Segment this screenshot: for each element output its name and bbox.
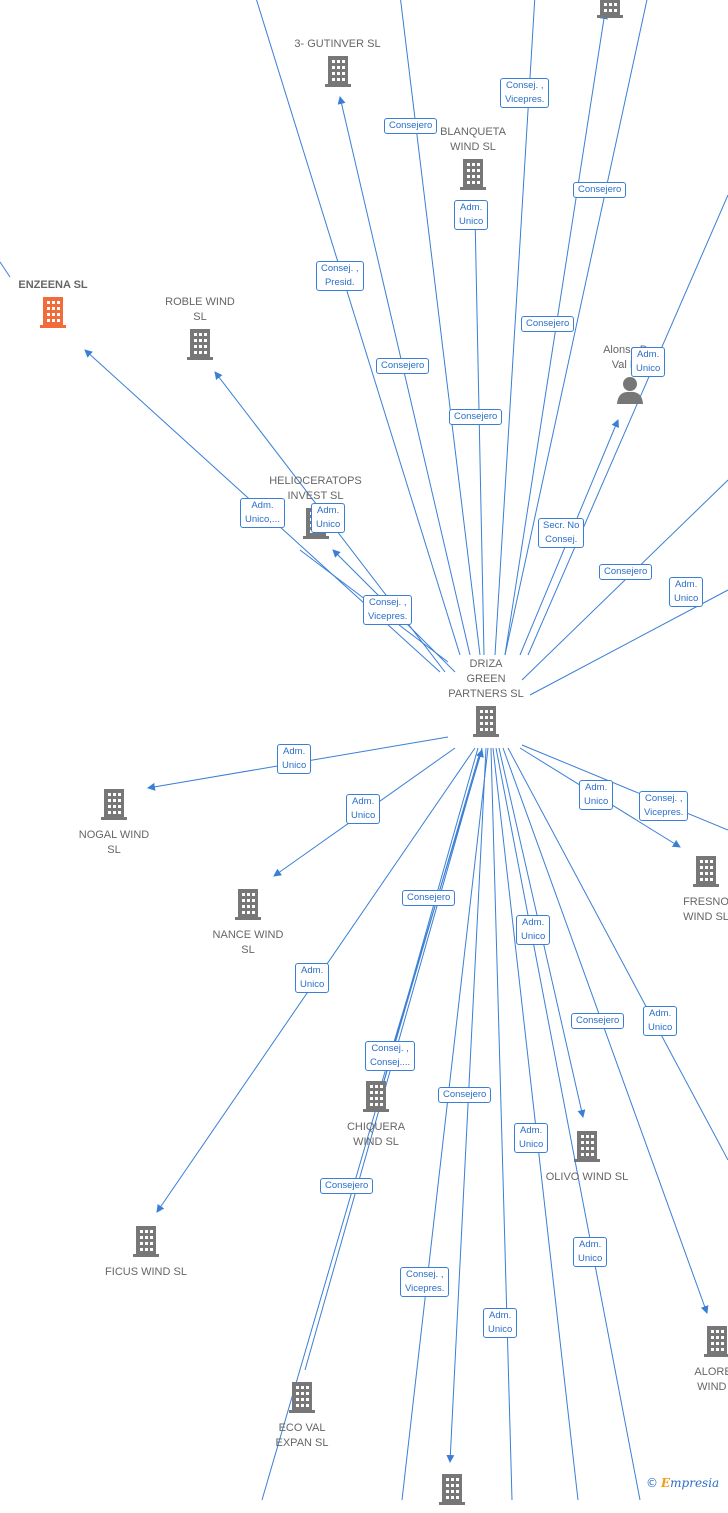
- node-chiquera[interactable]: CHIQUERA WIND SL: [330, 1077, 422, 1150]
- person-icon: [615, 375, 645, 410]
- edge-label[interactable]: Adm. Unico: [277, 744, 312, 774]
- edge-line: [502, 747, 709, 1314]
- node-label: OLIVO WIND SL: [545, 1171, 629, 1183]
- edge-label[interactable]: Consej. , Presid.: [316, 261, 364, 291]
- edge-line: [379, 747, 479, 1096]
- edge-line: [261, 751, 481, 1500]
- building-icon: [458, 157, 488, 196]
- edge-label[interactable]: Adm. Unico: [643, 1006, 678, 1036]
- node-label: HELIOCERATOPS INVEST SL: [269, 475, 362, 502]
- edge-label[interactable]: Consej. , Vicepres.: [400, 1267, 450, 1297]
- node-blanqueta[interactable]: BLANQUETA WIND SL: [423, 125, 523, 198]
- edge-label[interactable]: Adm. Unico: [516, 915, 551, 945]
- node-label: FICUS WIND SL: [105, 1266, 187, 1278]
- building-icon: [691, 854, 721, 893]
- node-ecoval[interactable]: ECO VAL EXPAN SL: [256, 1378, 348, 1451]
- edge-line: [507, 747, 728, 1161]
- edge-line: [504, 0, 648, 656]
- node-nance[interactable]: NANCE WIND SL: [198, 885, 298, 958]
- edge-label[interactable]: Secr. No Consej.: [538, 518, 585, 548]
- node-label: ALOREN WIND S: [694, 1366, 728, 1393]
- edge-line: [446, 747, 487, 1463]
- copyright-symbol: ©: [646, 1476, 658, 1490]
- node-label: NANCE WIND SL: [212, 929, 284, 956]
- edge-label[interactable]: Adm. Unico: [514, 1123, 549, 1153]
- edge-line: [529, 589, 728, 696]
- node-top-partial[interactable]: [590, 0, 630, 26]
- building-icon: [702, 1324, 728, 1363]
- node-label: ENZEENA SL: [18, 279, 88, 291]
- edge-line: [401, 747, 489, 1500]
- edge-label[interactable]: Adm. Unico: [454, 200, 489, 230]
- edge-label[interactable]: Consej. , Vicepres.: [639, 791, 689, 821]
- node-label: FRESNO WIND SL: [683, 896, 728, 923]
- edge-line: [495, 747, 641, 1500]
- edge-label[interactable]: Adm. Unico: [669, 577, 704, 607]
- building-icon: [595, 0, 625, 24]
- edge-label[interactable]: Consejero: [384, 118, 438, 134]
- node-label: DRIZA GREEN PARTNERS SL: [448, 658, 524, 700]
- edge-line: [490, 747, 513, 1500]
- edge-label[interactable]: Adm. Unico,...: [240, 498, 285, 528]
- edge-label[interactable]: Adm. Unico: [579, 780, 614, 810]
- node-fresno[interactable]: FRESNO WIND SL: [666, 852, 728, 925]
- node-nogal[interactable]: NOGAL WIND SL: [64, 785, 164, 858]
- node-olivo[interactable]: OLIVO WIND SL: [533, 1127, 641, 1185]
- edge-label[interactable]: Consejero: [402, 890, 456, 906]
- edge-line: [400, 0, 481, 656]
- building-icon: [131, 1224, 161, 1263]
- brand-initial: E: [661, 1476, 671, 1490]
- edge-line: [504, 11, 608, 656]
- building-icon: [287, 1380, 317, 1419]
- edge-line: [527, 194, 728, 656]
- brand-name: mpresia: [670, 1476, 720, 1490]
- edge-label[interactable]: Consej. , Consej....: [365, 1041, 416, 1071]
- edge-label[interactable]: Consej. , Vicepres.: [500, 78, 550, 108]
- building-icon: [99, 787, 129, 826]
- node-label: NOGAL WIND SL: [78, 829, 150, 856]
- node-ficus[interactable]: FICUS WIND SL: [92, 1222, 200, 1280]
- edge-label[interactable]: Adm. Unico: [295, 963, 330, 993]
- node-bottom-partial[interactable]: [432, 1470, 472, 1513]
- edge-line: [521, 744, 728, 831]
- building-icon: [185, 327, 215, 366]
- edge-label[interactable]: Adm. Unico: [631, 347, 666, 377]
- building-icon-highlighted: [38, 295, 68, 334]
- building-icon: [323, 54, 353, 93]
- node-label: ROBLE WIND SL: [165, 296, 235, 323]
- building-icon: [471, 704, 501, 743]
- node-enzeena[interactable]: ENZEENA SL: [0, 278, 106, 336]
- node-roble[interactable]: ROBLE WIND SL: [150, 295, 250, 368]
- building-icon: [437, 1472, 467, 1511]
- edge-line: [471, 214, 485, 656]
- edge-label[interactable]: Consejero: [571, 1013, 625, 1029]
- edge-label[interactable]: Adm. Unico: [311, 503, 346, 533]
- edge-label[interactable]: Consej. , Vicepres.: [363, 595, 413, 625]
- node-aloren[interactable]: ALOREN WIND S: [682, 1322, 728, 1395]
- node-label: CHIQUERA WIND SL: [346, 1121, 406, 1148]
- node-label: BLANQUETA WIND SL: [440, 126, 506, 153]
- building-icon: [233, 887, 263, 926]
- edge-line: [521, 479, 728, 681]
- node-gutinver[interactable]: 3- GUTINVER SL: [280, 37, 395, 95]
- empresia-watermark: ©Empresia: [646, 1476, 728, 1494]
- edge-label[interactable]: Adm. Unico: [483, 1308, 518, 1338]
- edge-label[interactable]: Adm. Unico: [573, 1237, 608, 1267]
- node-driza-green-partners[interactable]: DRIZA GREEN PARTNERS SL: [436, 657, 536, 745]
- edge-label[interactable]: Consejero: [599, 564, 653, 580]
- edge-label[interactable]: Adm. Unico: [346, 794, 381, 824]
- node-label: ECO VAL EXPAN SL: [275, 1422, 329, 1449]
- building-icon: [572, 1129, 602, 1168]
- edge-line: [0, 261, 11, 278]
- node-label: 3- GUTINVER SL: [294, 38, 381, 50]
- edge-label[interactable]: Consejero: [449, 409, 503, 425]
- edge-line: [256, 0, 461, 656]
- edge-label[interactable]: Consejero: [376, 358, 430, 374]
- edge-label[interactable]: Consejero: [320, 1178, 374, 1194]
- building-icon: [361, 1079, 391, 1118]
- edge-label[interactable]: Consejero: [521, 316, 575, 332]
- edge-label[interactable]: Consejero: [573, 182, 627, 198]
- edge-label[interactable]: Consejero: [438, 1087, 492, 1103]
- edge-line: [337, 96, 471, 656]
